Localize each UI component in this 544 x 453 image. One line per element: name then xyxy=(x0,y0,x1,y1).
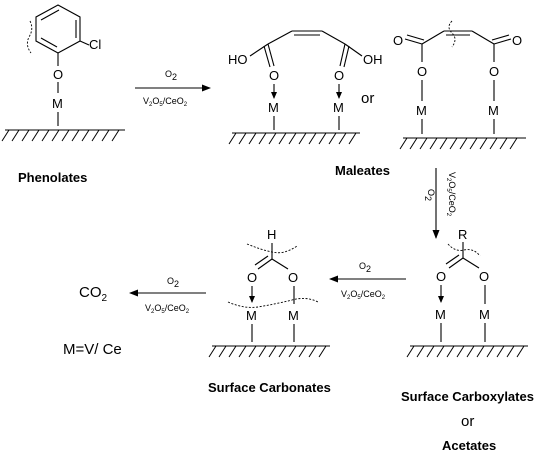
carbonate-wavy-top xyxy=(246,243,298,254)
label-surface-carboxylates: Surface Carboxylates xyxy=(401,389,534,404)
label-acetates: Acetates xyxy=(442,438,496,453)
label-phenolates: Phenolates xyxy=(18,170,87,185)
arrow3-oxidant: O2 xyxy=(359,261,371,274)
surface-maleate-a xyxy=(228,132,360,145)
maleate-a-metal-right: M xyxy=(333,100,344,115)
maleate-a-hydroxyl-left: HO xyxy=(228,52,248,67)
arrow3-catalyst: V2O5/CeO2 xyxy=(341,289,386,301)
arrow2-oxidant: O2 xyxy=(423,189,436,201)
benzene-ring xyxy=(35,4,81,54)
carbonate-o-right: O xyxy=(288,270,298,285)
arrow2-catalyst: V2O5/CeO2 xyxy=(445,172,457,217)
phenolate-oxygen: O xyxy=(53,67,63,82)
arrow1-catalyst: V2O5/CeO2 xyxy=(143,96,188,108)
label-maleates: Maleates xyxy=(335,163,390,178)
phenolate-structure: Cl O M xyxy=(26,4,101,126)
maleate-structure-a: HO O OH O M M xyxy=(228,30,383,130)
carbonate-hydrogen: H xyxy=(267,227,276,242)
maleate-a-carbonyl-o-right: O xyxy=(334,68,344,83)
chlorine-atom: Cl xyxy=(89,37,101,52)
carboxylate-or-word: or xyxy=(461,413,474,430)
maleate-or-word: or xyxy=(361,90,374,107)
maleate-b-ester-o-left: O xyxy=(417,64,427,79)
surface-maleate-b xyxy=(399,137,526,150)
carboxylate-metal-right: M xyxy=(479,307,490,322)
phenolate-wavy-bond xyxy=(26,20,33,54)
maleate-a-carbonyl-o-left: O xyxy=(269,68,279,83)
arrow4-catalyst: V2O5/CeO2 xyxy=(145,303,190,315)
carbonate-metal-right: M xyxy=(288,308,299,323)
carboxylate-metal-left: M xyxy=(435,307,446,322)
carboxylate-o-right: O xyxy=(479,269,489,284)
maleate-b-metal-right: M xyxy=(488,103,499,118)
product-co2: CO2 xyxy=(79,284,108,304)
carbonate-o-left: O xyxy=(247,270,257,285)
phenolate-metal: M xyxy=(52,96,63,111)
carboxylate-wavy-bond xyxy=(447,243,481,257)
arrow4-oxidant: O2 xyxy=(167,276,179,289)
carbonate-structure: H O O M M xyxy=(227,227,319,342)
surface-carboxylate xyxy=(406,345,528,358)
label-surface-carbonates: Surface Carbonates xyxy=(208,380,331,395)
surface-phenolate xyxy=(1,129,125,142)
surface-hatch xyxy=(1,129,120,142)
maleate-b-oxo-left: O xyxy=(393,33,403,48)
carboxylate-r-group: R xyxy=(458,227,467,242)
carbonate-metal-left: M xyxy=(246,308,257,323)
surface-carbonate xyxy=(208,345,330,358)
maleate-wavy-bond xyxy=(448,20,456,48)
metal-definition: M=V/ Ce xyxy=(63,341,122,358)
maleate-b-ester-o-right: O xyxy=(489,64,499,79)
maleate-b-metal-left: M xyxy=(416,103,427,118)
maleate-a-hydroxyl-right: OH xyxy=(363,52,383,67)
maleate-a-metal-left: M xyxy=(268,100,279,115)
arrow1-oxidant: O2 xyxy=(165,69,177,82)
maleate-b-oxo-right: O xyxy=(512,33,522,48)
carboxylate-o-left: O xyxy=(436,269,446,284)
carbonate-wavy-bottom xyxy=(227,297,319,308)
carboxylate-structure: R O O M M xyxy=(435,227,490,342)
maleate-structure-b: O O O O M M xyxy=(393,20,522,134)
